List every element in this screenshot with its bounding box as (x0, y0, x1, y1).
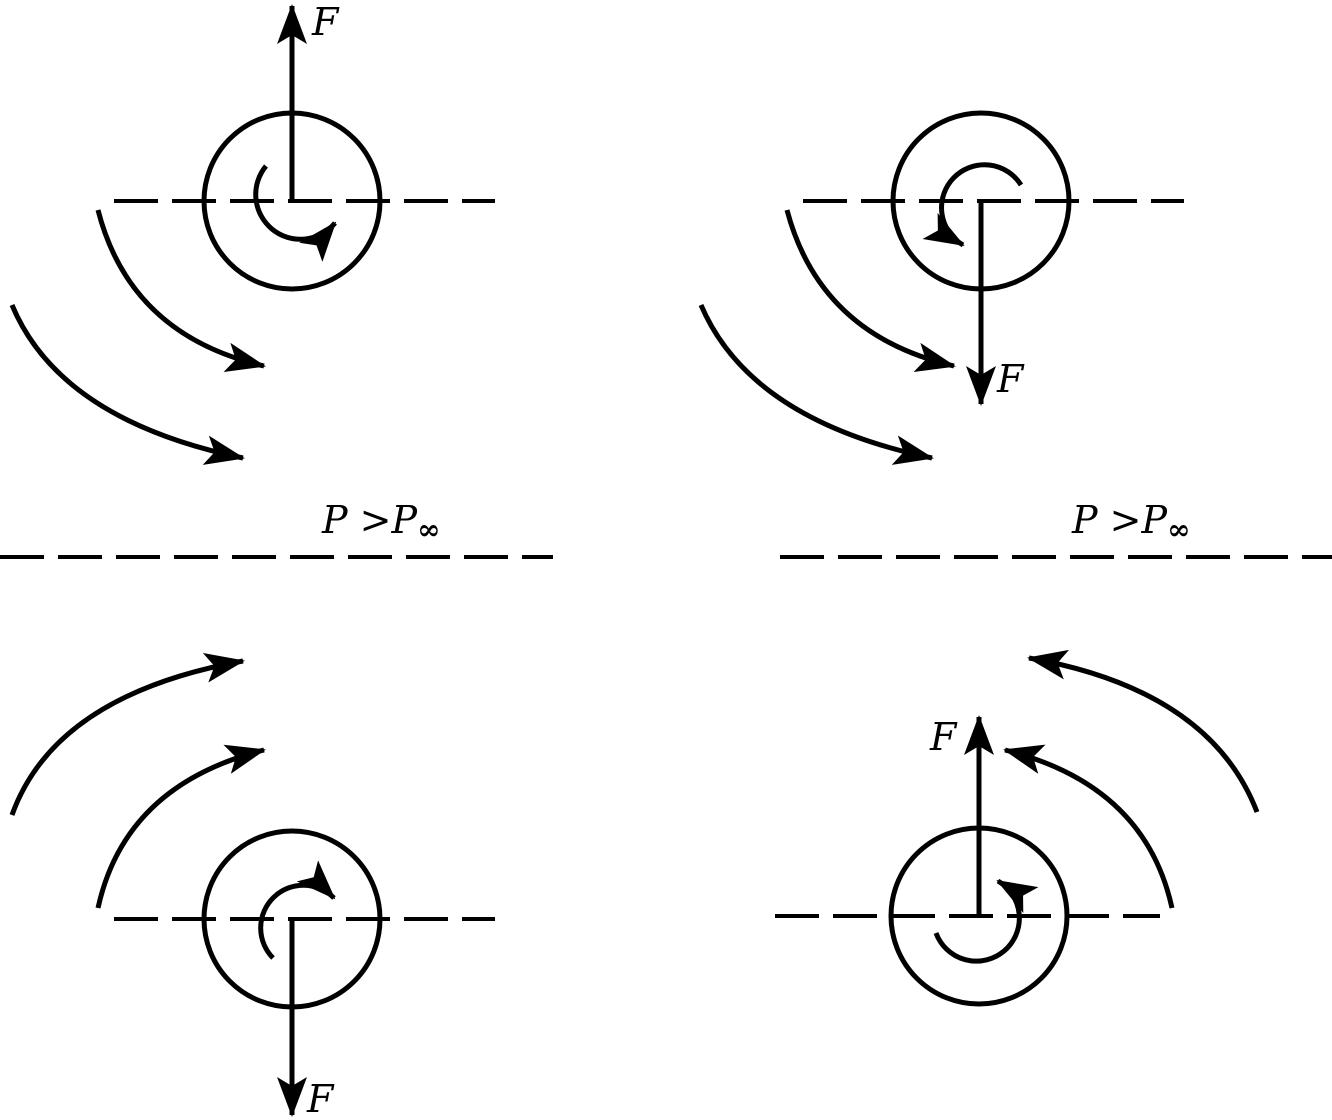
infinity-subscript: ∞ (417, 513, 440, 546)
flow-streamline (1003, 744, 1175, 909)
wall-right: P >P∞ (780, 498, 1332, 559)
panel-bottom-left: F (9, 653, 495, 1120)
rotation-arrow (253, 164, 337, 262)
flow-streamline (95, 209, 266, 373)
flow-streamline (9, 304, 245, 465)
infinity-subscript: ∞ (1167, 513, 1190, 546)
force-label: F (996, 357, 1025, 401)
pressure-label: P >P∞ (321, 498, 440, 546)
flow-streamline (1027, 649, 1260, 813)
flow-streamline (95, 744, 266, 909)
panel-bottom-right: F (775, 649, 1260, 1007)
rotation-arrow (933, 878, 1039, 964)
panel-top-right: F (698, 110, 1184, 465)
pressure-label: P >P∞ (1071, 498, 1190, 546)
pressure-text: P >P (1071, 498, 1168, 542)
flow-streamline (698, 304, 934, 465)
wall-left: P >P∞ (0, 498, 553, 559)
flow-streamline (9, 653, 245, 816)
pressure-text: P >P (321, 498, 418, 542)
force-label: F (306, 1077, 335, 1120)
force-label: F (929, 715, 958, 759)
flow-streamline (784, 209, 956, 373)
panel-top-left: F (9, 0, 495, 465)
rotation-arrow (922, 162, 1024, 248)
force-label: F (311, 0, 340, 44)
rotation-arrow (258, 860, 336, 960)
